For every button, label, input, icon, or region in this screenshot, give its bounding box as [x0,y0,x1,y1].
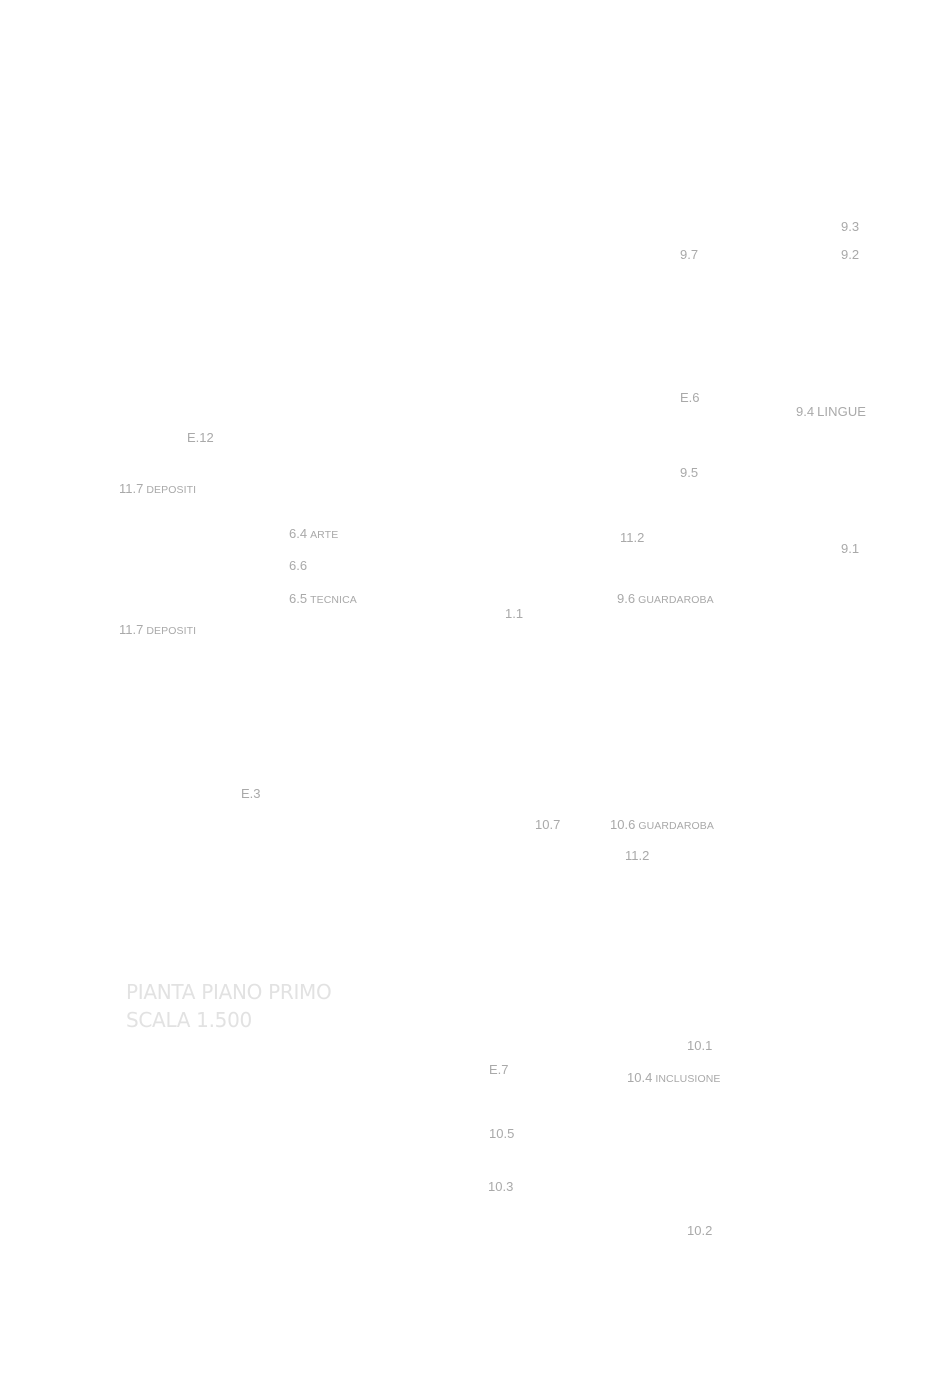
room-number: 9.7 [680,247,699,262]
room-name: DEPOSITI [146,625,197,637]
room-label-11-2-lower: 11.2 [625,848,649,864]
room-number: 6.5 [289,591,308,606]
room-number: E.6 [680,390,700,405]
room-number: 10.1 [687,1038,713,1053]
room-label-e-3: E.3 [241,786,261,802]
room-number: 10.7 [535,817,561,832]
room-label-11-2-upper: 11.2 [620,530,644,546]
room-label-9-3: 9.3 [841,219,859,235]
room-number: 9.2 [841,247,860,262]
room-name: LINGUE [817,404,867,419]
room-label-e-7: E.7 [489,1062,509,1078]
room-label-6-6: 6.6 [289,558,307,574]
room-name: GUARDAROBA [638,594,714,606]
room-number: 11.2 [625,848,650,863]
room-name: DEPOSITI [146,484,197,496]
room-number: E.7 [489,1062,509,1077]
room-number: E.3 [241,786,261,801]
room-number: 11.2 [620,530,645,545]
room-number: 9.4 [796,404,815,419]
plan-title: PIANTA PIANO PRIMO [126,980,332,1004]
room-number: 10.4 [627,1070,653,1085]
plan-title-block: PIANTA PIANO PRIMO SCALA 1.500 [126,978,332,1034]
room-number: 9.1 [841,541,860,556]
plan-scale: SCALA 1.500 [126,1008,252,1032]
room-label-10-5: 10.5 [489,1126,514,1142]
room-number: 10.6 [610,817,636,832]
room-number: 9.3 [841,219,860,234]
room-label-10-3: 10.3 [488,1179,513,1195]
room-number: E.12 [187,430,214,445]
room-name: ARTE [310,529,339,541]
room-number: 11.7 [119,622,144,637]
room-name: TECNICA [310,594,357,606]
room-number: 9.5 [680,465,699,480]
room-label-9-2: 9.2 [841,247,859,263]
room-label-e-12: E.12 [187,430,214,446]
room-label-10-2: 10.2 [687,1223,712,1239]
room-number: 1.1 [505,606,524,621]
room-number: 10.2 [687,1223,713,1238]
room-label-10-1: 10.1 [687,1038,712,1054]
room-label-10-7: 10.7 [535,817,560,833]
room-name: INCLUSIONE [655,1073,721,1085]
room-number: 6.4 [289,526,308,541]
room-number: 6.6 [289,558,308,573]
room-name: GUARDAROBA [638,820,714,832]
room-label-9-1: 9.1 [841,541,859,557]
room-number: 10.3 [488,1179,514,1194]
room-number: 11.7 [119,481,144,496]
room-label-9-5: 9.5 [680,465,698,481]
room-label-9-7: 9.7 [680,247,698,263]
room-number: 10.5 [489,1126,515,1141]
room-label-e-6: E.6 [680,390,700,406]
room-label-1-1: 1.1 [505,606,523,622]
room-number: 9.6 [617,591,636,606]
